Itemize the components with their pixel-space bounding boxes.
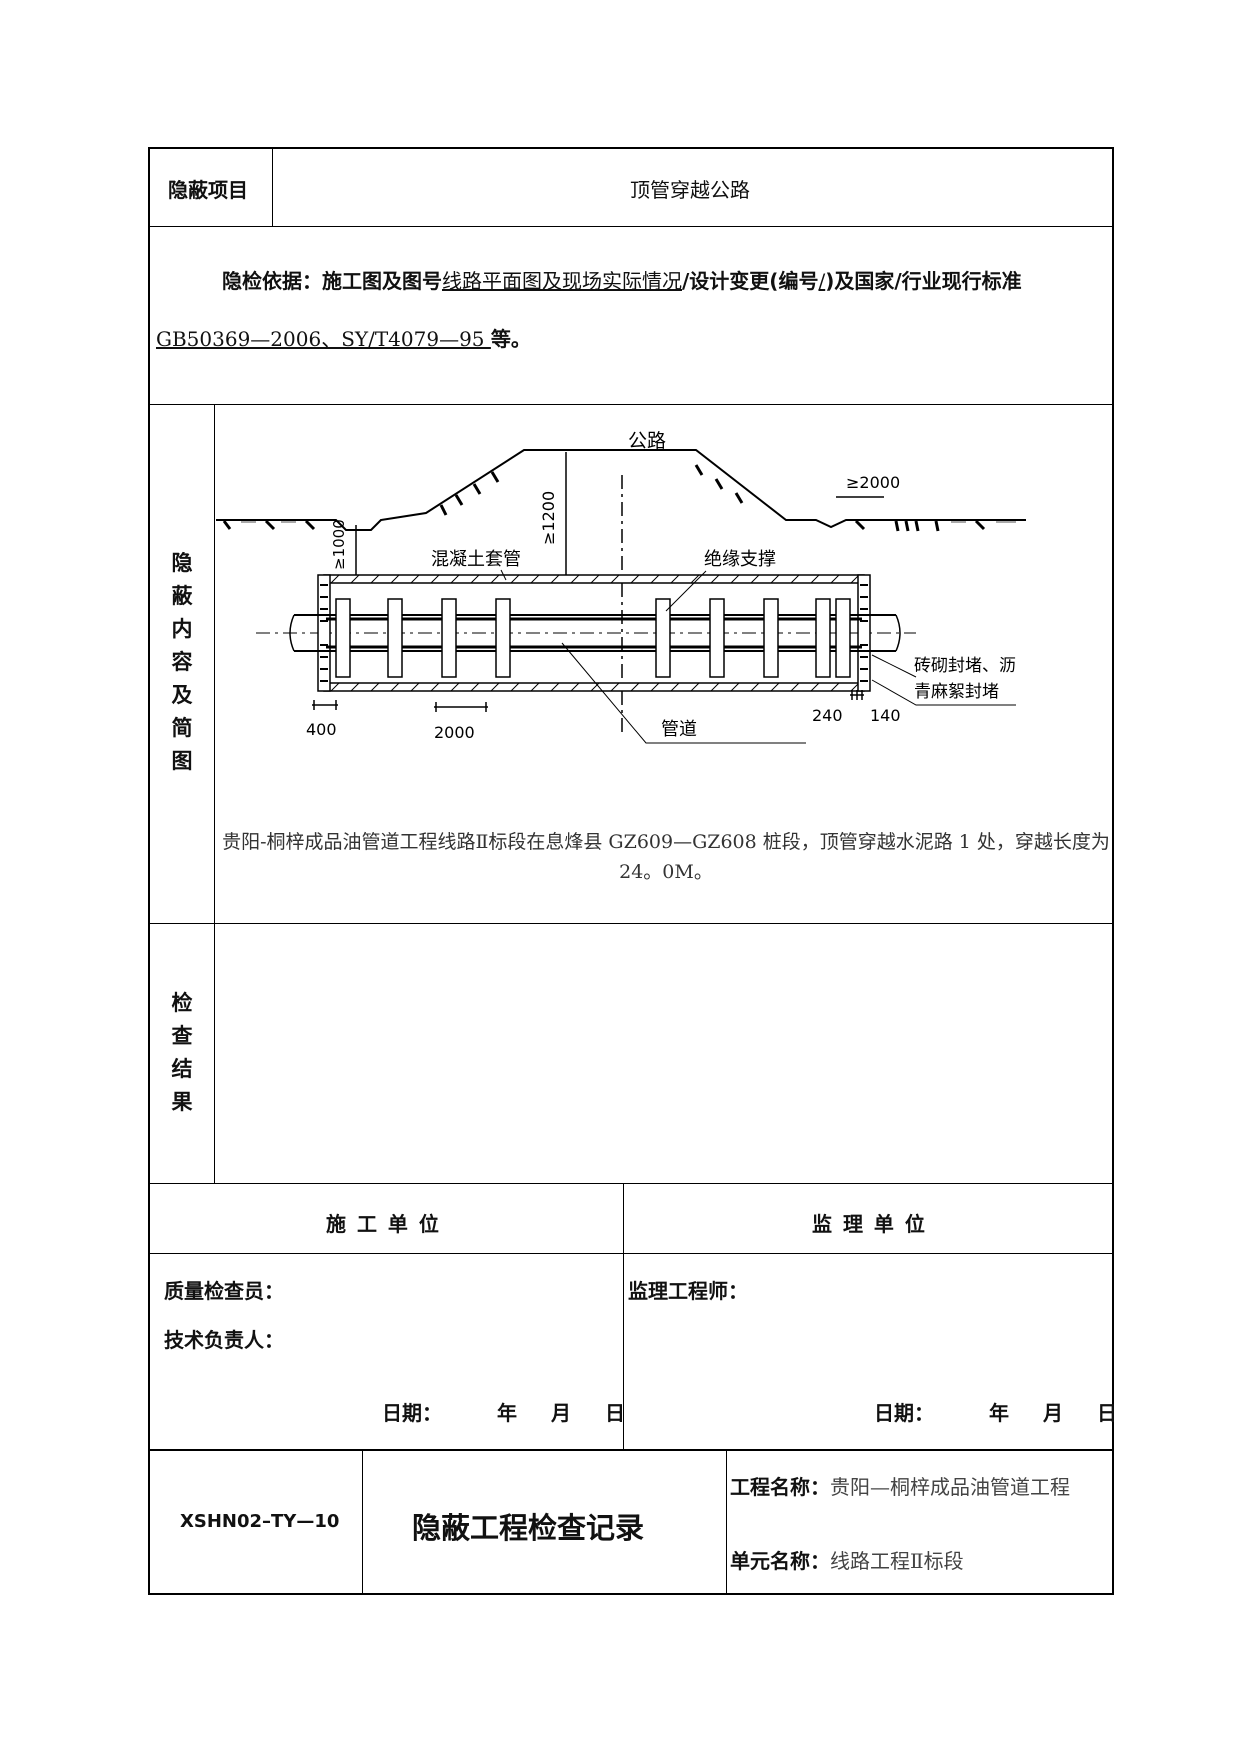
dim-140-label: 140 [870, 706, 901, 725]
supervisor-label: 监理工程师： [628, 1279, 748, 1303]
date-label-left: 日期： 年 月 日 [382, 1397, 625, 1426]
date-label: 日期： [874, 1401, 934, 1425]
seal-label-2: 青麻絮封堵 [914, 682, 999, 702]
day-label: 日 [1097, 1401, 1117, 1425]
basis-text-4: 等。 [490, 327, 531, 351]
seal-label-1: 砖砌封堵、沥 [914, 656, 1016, 676]
project-name-row: 工程名称：贵阳—桐梓成品油管道工程 [730, 1471, 1070, 1500]
unit-name: 线路工程Ⅱ标段 [830, 1549, 964, 1573]
pipe-leader [561, 642, 806, 744]
soil-hatching [222, 464, 986, 532]
date-label-right: 日期： 年 月 日 [874, 1397, 1117, 1426]
form-code: XSHN02–TY—10 [180, 1511, 340, 1532]
seal-hatch [320, 584, 868, 682]
project-name: 贵阳—桐梓成品油管道工程 [830, 1475, 1070, 1499]
unit-label: 单元名称： [730, 1549, 830, 1573]
right-distance-label: ≥2000 [846, 473, 900, 492]
road-depth-label: ≥1200 [539, 491, 558, 545]
column-divider [362, 1449, 363, 1595]
supervision-unit-heading: 监 理 单 位 [812, 1212, 927, 1236]
row-divider [150, 1183, 1112, 1184]
dimension-marks [312, 690, 864, 712]
seal-leader-2 [871, 679, 1016, 706]
year-label: 年 [989, 1401, 1009, 1425]
basis-line-2: GB50369—2006、SY/T4079—95 等。 [156, 324, 531, 354]
year-label: 年 [497, 1401, 517, 1425]
basis-drawing-number: 线路平面图及现场实际情况 [442, 269, 682, 293]
casing-label: 混凝土套管 [431, 549, 521, 570]
support-label: 绝缘支撑 [704, 549, 776, 570]
support-leader [665, 570, 707, 612]
insulating-supports [335, 598, 851, 678]
casing-leader [500, 569, 507, 581]
tech-lead-label: 技术负责人： [164, 1328, 284, 1352]
dim-240-label: 240 [812, 706, 843, 725]
quality-inspector-label: 质量检查员： [164, 1279, 284, 1303]
seal-left [317, 574, 331, 692]
basis-text-1: 施工图及图号 [322, 269, 442, 293]
content-label: 隐蔽内容及简图 [171, 551, 193, 773]
inspection-record-form: 隐蔽项目 顶管穿越公路 隐检依据：施工图及图号线路平面图及现场实际情况/设计变更… [148, 147, 1117, 1595]
basis-text-2: /设计变更(编号 [682, 269, 819, 293]
day-label: 日 [605, 1401, 625, 1425]
item-label: 隐蔽项目 [168, 178, 248, 202]
month-label: 月 [1043, 1401, 1063, 1425]
row-divider [150, 1449, 1112, 1451]
basis-change-number: / [818, 269, 826, 293]
column-divider [214, 404, 215, 1183]
construction-unit-heading: 施 工 单 位 [326, 1212, 441, 1236]
project-label: 工程名称： [730, 1475, 830, 1499]
basis-text-3: )及国家/行业现行标准 [825, 269, 1022, 293]
result-label: 检查结果 [171, 991, 193, 1114]
column-divider [623, 1183, 624, 1449]
seal-right [857, 574, 871, 692]
pipe-label: 管道 [661, 719, 697, 740]
ground-profile [216, 449, 1026, 531]
row-divider [150, 226, 1112, 227]
dim-400-label: 400 [306, 720, 337, 739]
basis-label: 隐检依据： [222, 269, 322, 293]
content-description: 贵阳-桐梓成品油管道工程线路Ⅱ标段在息烽县 GZ609—GZ608 桩段，顶管穿… [222, 831, 1110, 883]
road-label: 公路 [628, 430, 666, 452]
dim-2000-label: 2000 [434, 723, 475, 742]
side-depth-label: ≥1000 [330, 519, 348, 570]
form-title: 隐蔽工程检查记录 [412, 1511, 645, 1545]
casing-hatch [330, 574, 860, 692]
column-divider [272, 149, 273, 226]
basis-line-1: 隐检依据：施工图及图号线路平面图及现场实际情况/设计变更(编号/)及国家/行业现… [222, 266, 1022, 296]
pipe-crossing-diagram: 公路 ≥1200 ≥1000 ≥2000 [216, 430, 1026, 744]
month-label: 月 [551, 1401, 571, 1425]
casing-top-wall [323, 574, 865, 584]
column-divider [726, 1449, 727, 1595]
row-divider [150, 404, 1112, 405]
unit-name-row: 单元名称：线路工程Ⅱ标段 [730, 1545, 964, 1574]
seal-leader [871, 654, 917, 678]
item-value: 顶管穿越公路 [630, 178, 750, 202]
date-label: 日期： [382, 1401, 442, 1425]
row-divider [150, 1253, 1112, 1254]
casing-bottom-wall [323, 682, 865, 692]
basis-standards: GB50369—2006、SY/T4079—95 [156, 327, 491, 351]
pipeline-ends [289, 614, 901, 652]
row-divider [150, 923, 1112, 924]
